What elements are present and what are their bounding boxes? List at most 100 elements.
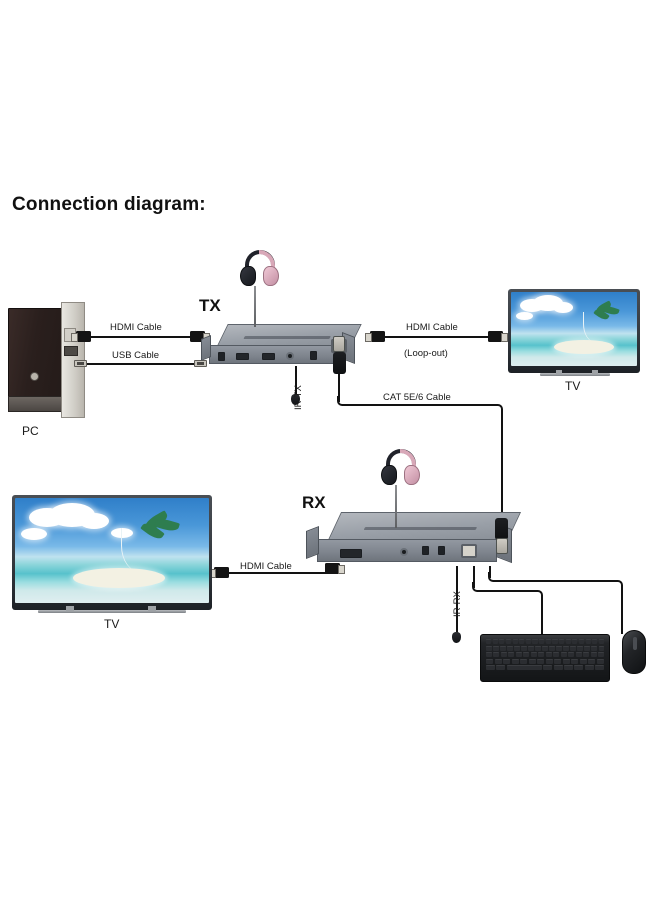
key [486, 665, 495, 670]
ir-rx-receiver-icon [452, 632, 461, 643]
key [545, 652, 552, 657]
headphones-rx [381, 449, 421, 487]
keyboard-row [486, 639, 605, 644]
key [493, 645, 499, 651]
key [519, 639, 525, 644]
key [598, 639, 605, 644]
wire-ir-rx [456, 566, 458, 634]
headphone-cup-right [263, 266, 279, 286]
island-icon [73, 568, 165, 588]
wire-usb-keyboard-down2 [541, 598, 543, 636]
key [579, 658, 587, 664]
key [542, 645, 548, 651]
wire-usb-mouse-corner-2 [613, 580, 623, 590]
mouse [622, 630, 646, 674]
headphone-band-right [259, 250, 275, 272]
hdmi-plug-pc-end [71, 331, 91, 342]
rx-top-face [328, 512, 522, 540]
key [496, 665, 506, 670]
wire-usb-keyboard-down1 [473, 566, 475, 588]
key [598, 652, 604, 657]
rx-front-face [317, 539, 497, 562]
tv-label-bottom: TV [104, 617, 120, 631]
key [595, 665, 604, 670]
label-ir-tx: IR-TX [293, 385, 304, 410]
key [564, 665, 573, 670]
page-title: Connection diagram: [12, 194, 206, 215]
tx-left-face [201, 335, 211, 361]
cloud-icon [79, 513, 109, 529]
key [590, 652, 597, 657]
key [486, 639, 492, 644]
key [552, 639, 558, 644]
tv-screen-top [511, 292, 637, 366]
headphones-tx [240, 250, 280, 288]
label-usb-cable-pc: USB Cable [112, 350, 159, 361]
key [538, 652, 545, 657]
key [585, 639, 591, 644]
key [486, 652, 492, 657]
label-hdmi-cable-rx: HDMI Cable [240, 561, 292, 572]
wire-cat-corner-1 [337, 396, 347, 406]
tv-bezel-bottom [12, 495, 212, 610]
headphone-cup-left [240, 266, 256, 286]
key [563, 645, 569, 651]
hdmi-plug-rx-tv-end [209, 567, 229, 578]
wire-pc-usb [86, 363, 204, 365]
tx-branding-print [243, 336, 331, 339]
key [545, 658, 553, 664]
key [575, 652, 582, 657]
tx-front-face [209, 345, 343, 364]
wire-usb-kb-corner-1 [472, 582, 482, 592]
key [499, 639, 505, 644]
key [532, 639, 538, 644]
key [514, 645, 520, 651]
wire-cat-corner-2 [493, 404, 503, 414]
hdmi-plug-loopout-tv-end [488, 331, 508, 342]
wire-usb-mouse-right [497, 580, 615, 582]
wire-usb-kb-corner-2 [533, 590, 543, 600]
rx-port-rj45 [461, 544, 477, 558]
wire-usb-mouse-corner-1 [488, 572, 498, 582]
key [493, 652, 500, 657]
key [486, 645, 492, 651]
usb-plug-pc-end [74, 360, 87, 367]
hdmi-plug-rx-end [325, 563, 345, 574]
key [515, 652, 522, 657]
key [562, 658, 570, 664]
pc-side-panel [8, 308, 62, 412]
rx-left-face [306, 526, 319, 559]
cloud-icon [21, 528, 47, 540]
tv-foot-bottom [148, 606, 156, 611]
key [570, 645, 576, 651]
label-hdmi-loopout-sub: (Loop-out) [404, 348, 448, 359]
tv-foot-top [592, 370, 598, 374]
pc-base [8, 396, 62, 412]
headphone-band-right [400, 449, 416, 471]
key [486, 658, 494, 664]
ir-tx-emitter-icon [291, 394, 300, 405]
key [512, 639, 518, 644]
tv-display-top [508, 289, 640, 373]
receiver-unit [306, 512, 522, 574]
rx-port-usb-1 [422, 546, 429, 555]
tv-base-top [540, 373, 610, 376]
label-cat-cable: CAT 5E/6 Cable [383, 392, 451, 403]
palm-trunk-icon [121, 528, 153, 572]
palm-trunk-icon [583, 312, 603, 342]
key [574, 665, 584, 670]
wire-usb-keyboard-right [481, 590, 535, 592]
key [588, 658, 596, 664]
key [577, 645, 583, 651]
key [545, 639, 551, 644]
key [511, 658, 519, 664]
tv-foot-top [556, 370, 562, 374]
island-icon [554, 340, 614, 354]
cloud-icon [553, 302, 573, 313]
key [556, 645, 562, 651]
keyboard-row [486, 652, 604, 657]
key [528, 658, 536, 664]
rj45-boot-tx [333, 352, 346, 374]
key [571, 658, 579, 664]
